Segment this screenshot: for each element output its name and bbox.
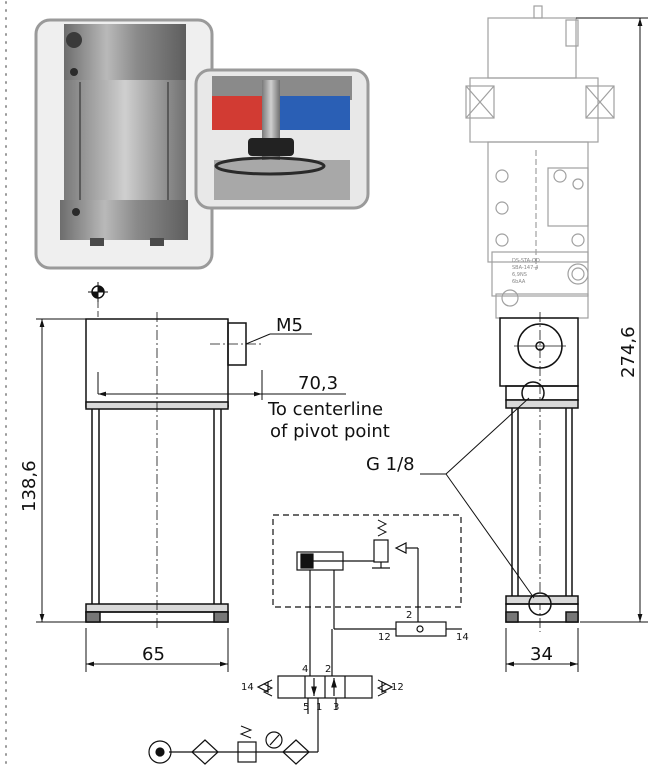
shuttle-port-12: 12 [378, 632, 391, 643]
side-view [499, 312, 579, 632]
svg-text:DS-STA-OO: DS-STA-OO [512, 258, 540, 264]
shuttle-port-2: 2 [406, 610, 412, 621]
front-height-label: 138,6 [19, 460, 40, 512]
front-view [85, 282, 262, 628]
pilot-14-label: 14 [241, 682, 254, 693]
pilot-12-label: 12 [391, 682, 404, 693]
pneumatic-schematic [148, 514, 462, 765]
side-dimensions [420, 17, 648, 672]
valve-port-1: 1 [316, 702, 322, 713]
svg-text:SBA-147-4: SBA-147-4 [512, 265, 538, 271]
pivot-note-line-2: of pivot point [270, 421, 390, 442]
port-label: G 1/8 [366, 454, 415, 475]
product-photo-main [34, 18, 214, 270]
valve-port-3: 3 [333, 702, 339, 713]
valve-port-5: 5 [303, 702, 309, 713]
valve-port-4: 4 [302, 664, 308, 675]
side-height-label: 274,6 [618, 326, 639, 378]
shuttle-port-14: 14 [456, 632, 469, 643]
side-view-top-ghost: DS-STA-OO SBA-147-4 6,9NS 6bAA [465, 5, 615, 319]
side-width-label: 34 [530, 644, 553, 665]
valve-port-2: 2 [325, 664, 331, 675]
svg-text:6bAA: 6bAA [512, 279, 526, 285]
pivot-note-line-1: To centerline [267, 399, 383, 420]
thread-label: M5 [276, 315, 303, 336]
front-dimensions [36, 318, 346, 672]
front-width-label: 65 [142, 644, 165, 665]
pivot-distance-label: 70,3 [298, 373, 338, 394]
product-photo-detail [194, 68, 370, 210]
svg-text:6,9NS: 6,9NS [512, 272, 527, 278]
